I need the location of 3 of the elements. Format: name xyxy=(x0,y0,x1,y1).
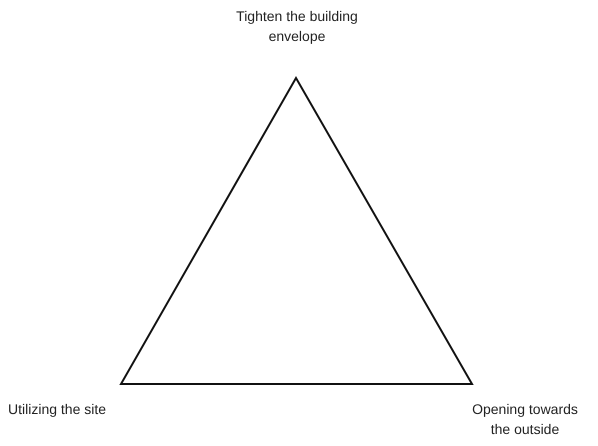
vertex-label: Utilizing the site xyxy=(8,400,108,419)
vertex-label: Opening towards the outside xyxy=(471,400,579,439)
vertex-label: Tighten the building envelope xyxy=(235,7,359,46)
